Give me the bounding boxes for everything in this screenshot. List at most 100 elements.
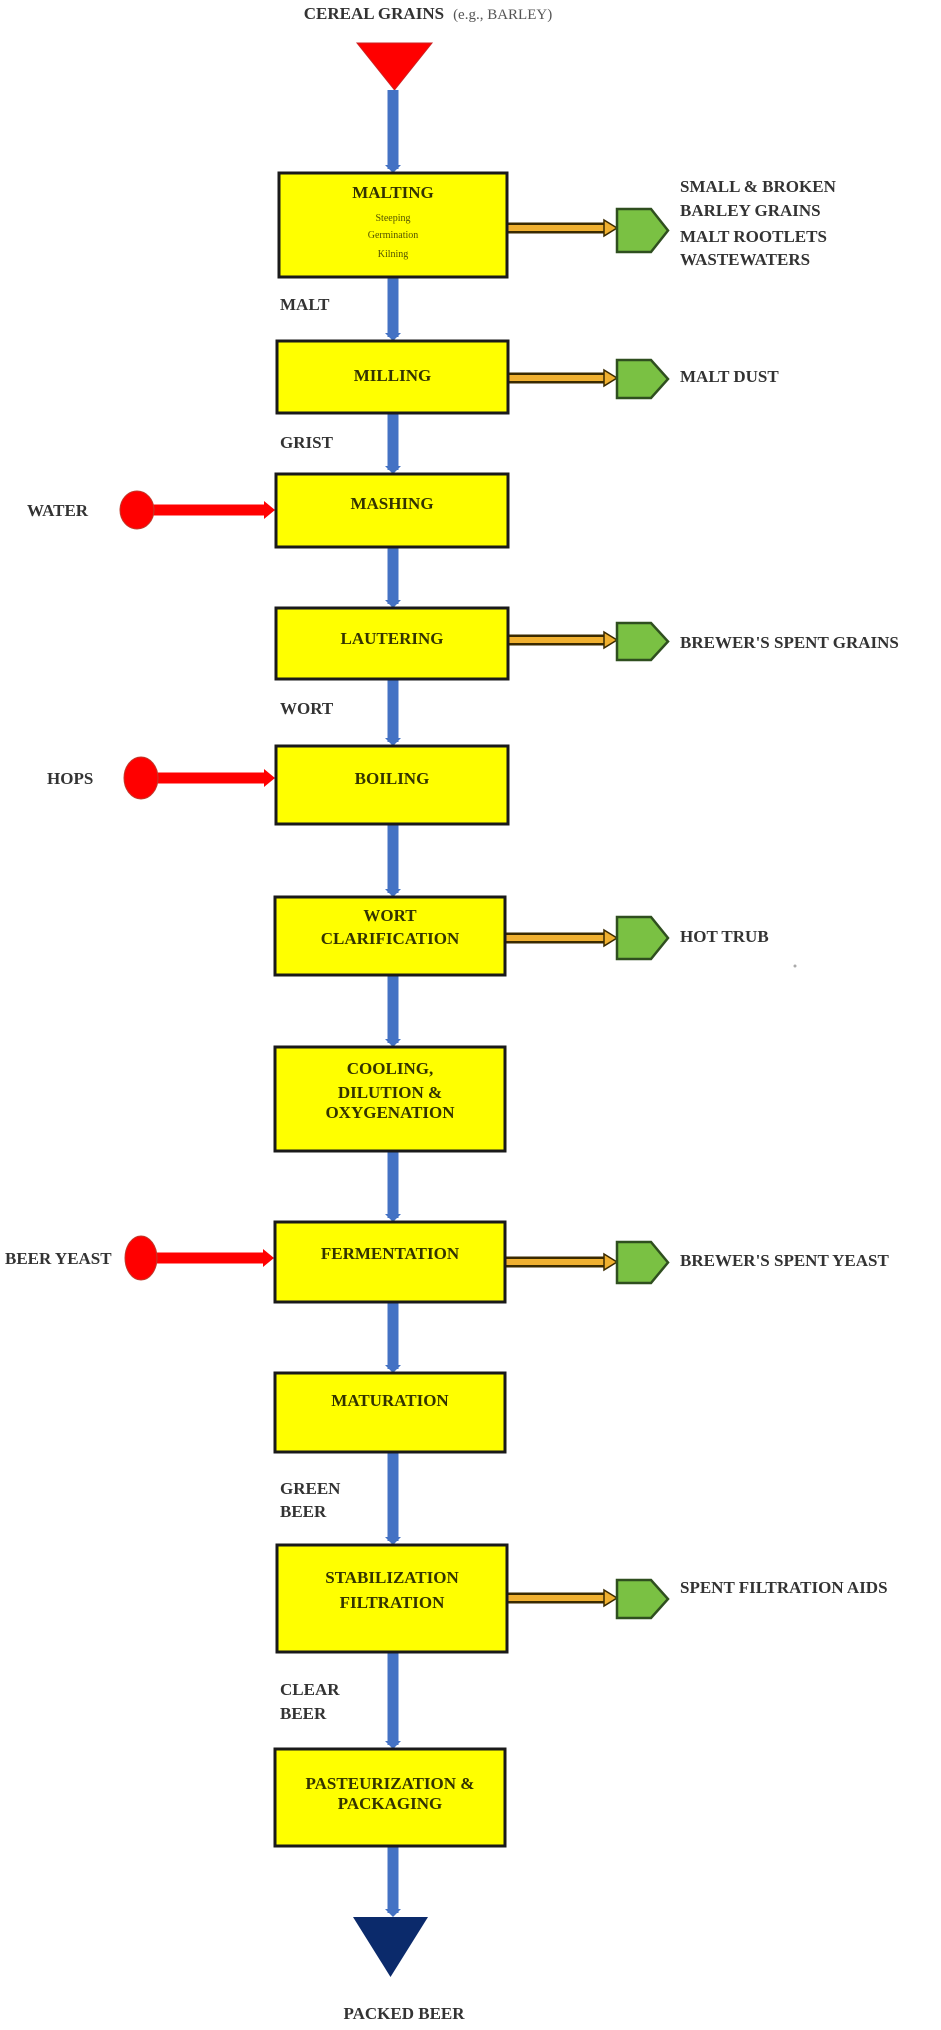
intermediate-product-label: MALT [280, 295, 330, 314]
process-label: MASHING [350, 494, 433, 513]
output-node-icon [615, 621, 670, 662]
output-lautering: BREWER'S SPENT GRAINS [508, 621, 899, 662]
process-label: CLARIFICATION [321, 929, 460, 948]
process-sublabel: Steeping [376, 213, 411, 224]
arrowhead-icon [603, 218, 619, 238]
process-box [277, 171, 509, 279]
process-sublabel: Germination [368, 230, 419, 241]
flow-arrow-to-boiling [385, 679, 401, 746]
output-node-icon [615, 1240, 670, 1285]
input-source-dot-icon [123, 756, 159, 800]
output-node-icon [615, 358, 670, 400]
flow-arrow-to-maturation [385, 1302, 401, 1373]
output-node-icon [615, 1578, 670, 1620]
process-label: WORT [363, 906, 417, 925]
arrowhead-icon [603, 368, 619, 388]
process-label: BOILING [355, 769, 430, 788]
process-step-fermentation: FERMENTATION [273, 1220, 507, 1304]
flow-arrow-to-cooling [385, 975, 401, 1047]
output-node-icon [615, 915, 670, 961]
flow-arrow-to-milling [385, 277, 401, 341]
output-label: BARLEY GRAINS [680, 201, 821, 220]
output-label: MALT DUST [680, 367, 779, 386]
input-label: BEER YEAST [5, 1249, 112, 1268]
process-label: MALTING [352, 183, 434, 202]
process-box [274, 472, 510, 549]
intermediate-product-label: GRIST [280, 433, 334, 452]
process-label: PASTEURIZATION & [306, 1774, 475, 1793]
source-label-main: CEREAL GRAINS [304, 4, 444, 23]
flow-arrow-to-mashing [385, 413, 401, 474]
flow-arrow-to-lautering [385, 547, 401, 608]
process-label: FILTRATION [340, 1593, 446, 1612]
process-label: DILUTION & [338, 1083, 442, 1102]
arrowhead-icon [385, 1741, 401, 1749]
input-source-dot-icon [124, 1235, 158, 1281]
arrowhead-icon [263, 1249, 274, 1267]
process-sublabel: Kilning [378, 249, 409, 260]
stray-dot [793, 964, 797, 968]
arrowhead-icon [264, 501, 275, 519]
flow-arrow-to-wort-clarification [385, 824, 401, 897]
source-triangle-icon [355, 42, 434, 91]
process-label: MATURATION [331, 1391, 449, 1410]
flow-arrow-to-packed-beer [385, 1846, 401, 1917]
output-node-icon [615, 207, 670, 254]
intermediate-product-label: GREEN [280, 1479, 341, 1498]
process-box [273, 1045, 507, 1153]
source-label: CEREAL GRAINS (e.g., BARLEY) [304, 4, 552, 23]
process-step-milling: MILLING [275, 339, 510, 415]
input-water: WATER [27, 490, 275, 530]
flow-arrow-to-fermentation [385, 1151, 401, 1222]
output-label: WASTEWATERS [680, 250, 810, 269]
intermediate-product-label: WORT [280, 699, 334, 718]
arrowhead-icon [385, 1039, 401, 1047]
output-fermentation: BREWER'S SPENT YEAST [505, 1240, 889, 1285]
process-label: FERMENTATION [321, 1244, 460, 1263]
process-box [273, 1220, 507, 1304]
arrowhead-icon [385, 333, 401, 341]
process-step-cooling: COOLING,DILUTION &OXYGENATION [273, 1045, 507, 1153]
output-label: BREWER'S SPENT GRAINS [680, 633, 899, 652]
arrowhead-icon [385, 889, 401, 897]
process-step-wort-clarification: WORT CLARIFICATION [273, 895, 507, 977]
input-label: HOPS [47, 769, 93, 788]
output-label: SMALL & BROKEN [680, 177, 837, 196]
arrowhead-icon [603, 630, 619, 650]
intermediate-product-label: BEER [280, 1502, 327, 1521]
arrowhead-icon [385, 1365, 401, 1373]
arrowhead-icon [264, 769, 275, 787]
process-box [275, 1543, 509, 1654]
arrowhead-icon [385, 165, 401, 173]
process-step-pasteurization: PASTEURIZATION &PACKAGING [273, 1747, 507, 1848]
process-box [274, 744, 510, 826]
flow-arrow-to-pasteurization [385, 1652, 401, 1749]
flow-arrow-to-stabilization [385, 1452, 401, 1545]
process-label: PACKAGING [338, 1794, 443, 1813]
input-hops: HOPS [47, 756, 275, 800]
process-label: MILLING [354, 366, 431, 385]
flow-arrow-to-malting [385, 90, 401, 173]
output-wort-clarification: HOT TRUB [505, 915, 769, 961]
arrowhead-icon [603, 1588, 619, 1608]
arrowhead-icon [385, 1214, 401, 1222]
process-step-maturation: MATURATION [273, 1371, 507, 1454]
arrowhead-icon [385, 600, 401, 608]
arrowhead-icon [603, 928, 619, 948]
intermediate-product-label: BEER [280, 1704, 327, 1723]
process-label: COOLING, [347, 1059, 433, 1078]
output-label: BREWER'S SPENT YEAST [680, 1251, 889, 1270]
output-stabilization: SPENT FILTRATION AIDS [507, 1578, 888, 1620]
process-step-boiling: BOILING [274, 744, 510, 826]
output-malting: SMALL & BROKEN BARLEY GRAINS MALT ROOTLETS… [507, 177, 837, 269]
process-step-mashing: MASHING [274, 472, 510, 549]
output-label: MALT ROOTLETS [680, 227, 827, 246]
source-label-sub: (e.g., BARLEY) [453, 7, 552, 23]
process-box [275, 339, 510, 415]
input-source-dot-icon [119, 490, 155, 530]
output-milling: MALT DUST [508, 358, 779, 400]
process-box [273, 895, 507, 977]
output-label: HOT TRUB [680, 927, 769, 946]
